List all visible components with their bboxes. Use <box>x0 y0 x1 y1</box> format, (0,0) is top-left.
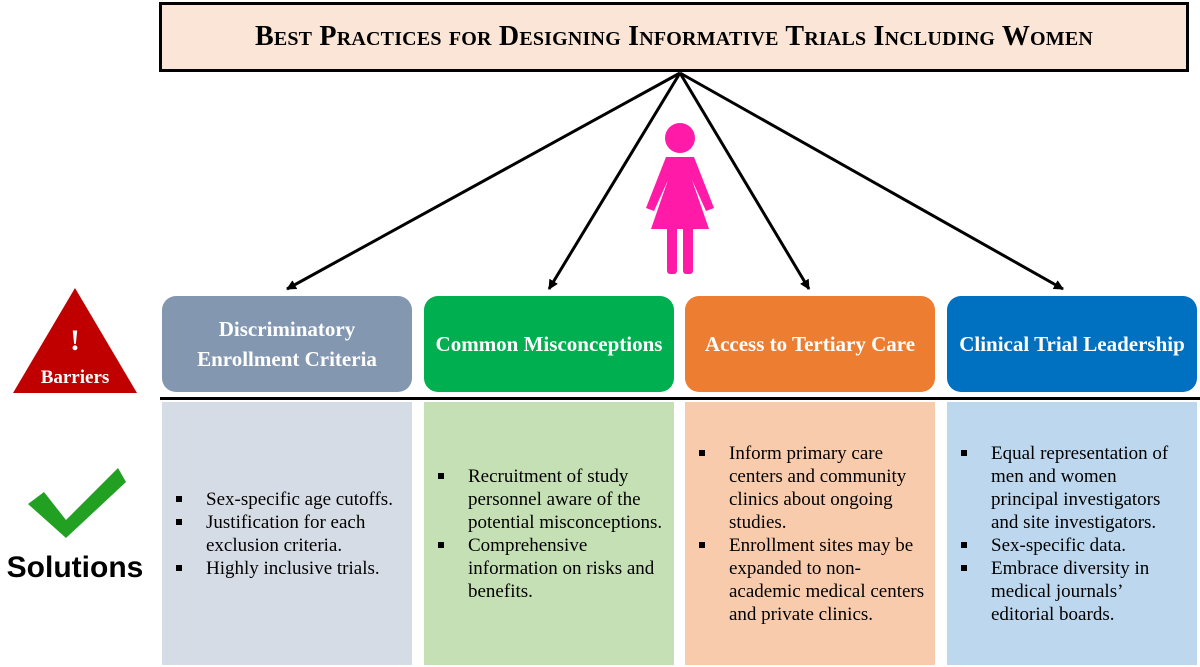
solution-item: Sex-specific age cutoffs. <box>174 488 402 511</box>
solution-item: Enrollment sites may be expanded to non-… <box>697 534 925 626</box>
solution-item: Recruitment of study personnel aware of … <box>436 465 664 534</box>
arrow-3 <box>678 72 811 290</box>
solution-box-misconceptions: Recruitment of study personnel aware of … <box>424 402 674 665</box>
arrow-4 <box>679 71 1064 291</box>
solution-box-enrollment-criteria: Sex-specific age cutoffs. Justification … <box>162 402 412 665</box>
title-box: Best Practices for Designing Informative… <box>159 2 1189 72</box>
arrow-1 <box>286 71 681 291</box>
warning-triangle-icon <box>13 288 137 393</box>
diagram-title: Best Practices for Designing Informative… <box>254 21 1094 52</box>
barrier-box-misconceptions: Common Misconceptions <box>424 296 674 392</box>
checkmark-icon <box>28 468 126 538</box>
solution-item: Equal representation of men and women pr… <box>959 442 1187 534</box>
divider-line <box>160 397 1200 400</box>
barriers-label: Barriers <box>40 367 110 388</box>
solution-box-tertiary-care: Inform primary care centers and communit… <box>685 402 935 665</box>
solution-item: Highly inclusive trials. <box>174 557 402 580</box>
solution-item: Comprehensive information on risks and b… <box>436 534 664 603</box>
solution-box-leadership: Equal representation of men and women pr… <box>947 402 1197 665</box>
barriers-exclamation: ! <box>70 324 80 357</box>
barrier-box-tertiary-care: Access to Tertiary Care <box>685 296 935 392</box>
solution-item: Justification for each exclusion criteri… <box>174 511 402 557</box>
arrow-2 <box>547 72 682 290</box>
solution-item: Inform primary care centers and communit… <box>697 442 925 534</box>
solution-item: Embrace diversity in medical journals’ e… <box>959 557 1187 626</box>
solution-item: Sex-specific data. <box>959 534 1187 557</box>
barrier-box-leadership: Clinical Trial Leadership <box>947 296 1197 392</box>
barrier-box-enrollment-criteria: Discriminatory Enrollment Criteria <box>162 296 412 392</box>
solutions-label: Solutions <box>6 551 144 584</box>
woman-icon <box>646 123 714 274</box>
